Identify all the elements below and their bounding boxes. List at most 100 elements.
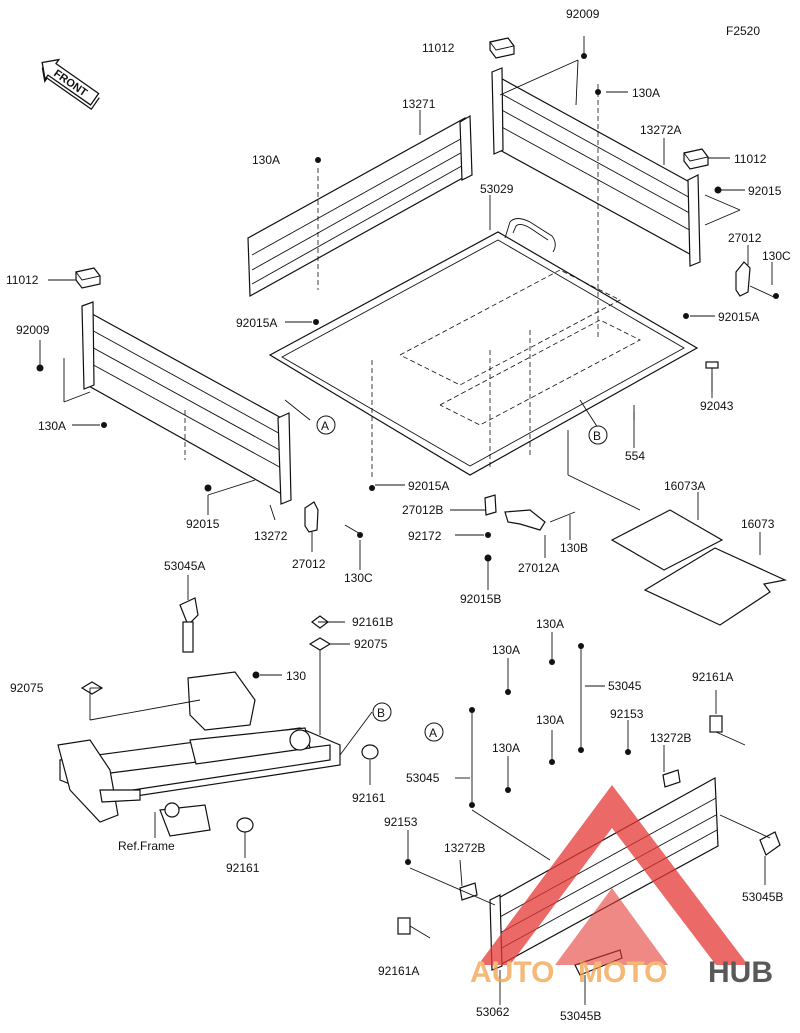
label-11012-top: 11012 xyxy=(422,41,455,55)
label-130A-left: 130A xyxy=(38,419,66,433)
label-130A-top: 130A xyxy=(632,86,660,100)
label-16073: 16073 xyxy=(741,517,775,531)
label-92015: 92015 xyxy=(186,517,220,531)
front-arrow-icon: FRONT xyxy=(41,58,100,110)
label-92015A-mid: 92015A xyxy=(236,316,277,330)
pad-92075-mid-icon xyxy=(308,637,332,651)
label-53045B-right: 53045B xyxy=(742,890,783,904)
label-92075-mid: 92075 xyxy=(354,637,388,651)
label-92161-bottom: 92161 xyxy=(226,861,260,875)
label-130A-mid: 130A xyxy=(252,153,280,167)
label-92161A-left: 92161A xyxy=(378,964,419,978)
label-53045A: 53045A xyxy=(164,559,205,573)
label-13271: 13271 xyxy=(402,97,436,111)
label-130A-r4: 130A xyxy=(492,741,520,755)
label-554: 554 xyxy=(625,449,645,463)
mat-16073 xyxy=(643,547,787,626)
tilt-frame-assembly xyxy=(57,671,341,837)
rear-panel-13271 xyxy=(247,114,473,298)
label-53029: 53029 xyxy=(480,182,514,196)
bolt-icons-upper xyxy=(36,53,779,562)
pad-92161A-left-icon xyxy=(397,917,411,935)
watermark-part3: HUB xyxy=(708,956,773,989)
label-92015B: 92015B xyxy=(460,592,501,606)
mat-16073A xyxy=(610,509,724,571)
latch-53045A-icon xyxy=(179,597,199,653)
label-92161B: 92161B xyxy=(352,615,393,629)
callout-b-lower: B xyxy=(372,702,392,722)
label-13272A: 13272A xyxy=(640,123,681,137)
label-92015-right: 92015 xyxy=(748,184,782,198)
figure-code: F2520 xyxy=(726,24,760,38)
callout-b-upper-label: B xyxy=(593,429,601,443)
bed-floor-53029 xyxy=(268,218,699,476)
label-92009-left: 92009 xyxy=(16,323,50,337)
bolt-130C-right-icon xyxy=(749,285,777,299)
label-92075-left: 92075 xyxy=(10,681,44,695)
bracket-27012-bottom xyxy=(304,501,319,533)
label-53062: 53062 xyxy=(476,1005,510,1019)
callout-b-lower-label: B xyxy=(377,706,385,720)
label-130C-bottom: 130C xyxy=(344,571,373,585)
right-panel-13272A xyxy=(491,67,701,267)
label-53045-top: 53045 xyxy=(608,679,642,693)
label-92153-left: 92153 xyxy=(384,815,418,829)
label-13272: 13272 xyxy=(254,529,288,543)
label-130A-r2: 130A xyxy=(492,643,520,657)
label-92015A-bottom: 92015A xyxy=(408,479,449,493)
label-92172: 92172 xyxy=(408,529,442,543)
callout-a-upper: A xyxy=(316,415,336,435)
latch-53045B-right-icon xyxy=(719,814,781,856)
pad-92161A-right-icon xyxy=(709,715,723,733)
cap-11012-right xyxy=(683,148,709,170)
callout-b-upper: B xyxy=(588,425,608,445)
label-13272B-right: 13272B xyxy=(650,731,691,745)
label-92015A-right: 92015A xyxy=(718,310,759,324)
label-130B: 130B xyxy=(560,541,588,555)
part-labels: 92009 11012 130A 13271 130A 13272A 11012… xyxy=(6,7,791,1023)
label-92153-right: 92153 xyxy=(610,707,644,721)
label-27012B: 27012B xyxy=(402,503,443,517)
label-53045B-bottom: 53045B xyxy=(560,1009,601,1023)
hinge-13272B-left-icon xyxy=(459,882,478,901)
label-16073A: 16073A xyxy=(664,479,705,493)
callout-a-upper-label: A xyxy=(321,419,329,433)
label-13272B-left: 13272B xyxy=(444,841,485,855)
bolt-130C-bottom-icon xyxy=(344,524,363,536)
label-11012-left: 11012 xyxy=(6,273,39,287)
bolt-icons-tailgate xyxy=(405,659,631,865)
cap-11012-left xyxy=(75,267,101,289)
label-130A-r1: 130A xyxy=(536,617,564,631)
cable-53045-pair xyxy=(469,643,584,808)
label-27012-bottom: 27012 xyxy=(292,557,326,571)
bushing-92161-right-icon xyxy=(361,744,379,760)
leader-lines-frame xyxy=(89,575,373,858)
callout-a-lower-label: A xyxy=(429,726,437,740)
label-92161A-right: 92161A xyxy=(692,670,733,684)
label-53045-left: 53045 xyxy=(406,771,440,785)
bolt-130B-icon xyxy=(549,511,576,523)
left-panel-13272 xyxy=(81,301,292,505)
cap-11012-top xyxy=(489,37,515,59)
label-92043: 92043 xyxy=(700,399,734,413)
label-11012-right: 11012 xyxy=(734,152,767,166)
bracket-27012B xyxy=(484,494,497,516)
bracket-27012A xyxy=(504,509,546,531)
bolt-130-frame-icon xyxy=(252,671,260,679)
bushing-92161-bottom-icon xyxy=(236,817,254,833)
hinge-13272B-right-icon xyxy=(662,769,681,788)
label-130A-r3: 130A xyxy=(536,713,564,727)
bracket-27012-right xyxy=(735,261,751,297)
watermark-logo: AUTO MOTO HUB xyxy=(470,785,773,989)
watermark-part1: AUTO xyxy=(470,956,554,989)
label-92009-top: 92009 xyxy=(566,7,600,21)
label-ref-frame: Ref.Frame xyxy=(118,839,175,853)
leader-lines-tailgate xyxy=(407,632,766,1005)
label-92161-right: 92161 xyxy=(352,791,386,805)
label-130-frame: 130 xyxy=(286,669,306,683)
watermark-part2: MOTO xyxy=(578,956,667,989)
label-130C-right: 130C xyxy=(762,249,791,263)
label-27012A: 27012A xyxy=(518,561,559,575)
callout-a-lower: A xyxy=(424,722,444,742)
